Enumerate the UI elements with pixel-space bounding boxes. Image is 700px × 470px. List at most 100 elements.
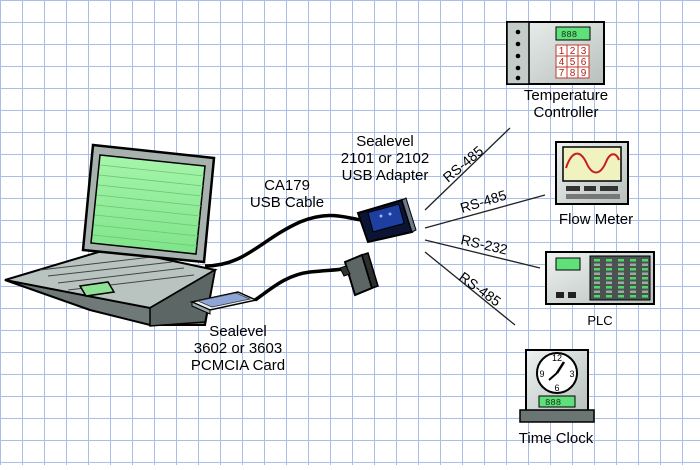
label-pcmcia-line2: 3602 or 3603 [194, 340, 282, 357]
plc-led [618, 286, 624, 289]
time-clock: 12 3 6 9 888 [519, 349, 595, 423]
line-rs485-flow [424, 194, 546, 229]
plc-led [642, 290, 648, 293]
plc-led [618, 259, 624, 262]
clock-number-12: 12 [552, 353, 562, 363]
plc-led [594, 259, 600, 262]
pcmcia-cable [254, 266, 351, 302]
plc-led [606, 290, 612, 293]
laptop-front-edge [149, 268, 217, 327]
temp-display: 888 [561, 30, 577, 40]
touchpad [78, 281, 116, 297]
screen-lines [92, 164, 205, 247]
plc-led [594, 290, 600, 293]
line-rs485-clock [424, 251, 516, 326]
flow-meter [555, 141, 629, 205]
plc-led [618, 290, 624, 293]
usb-adapter [356, 197, 417, 244]
laptop-screen [90, 154, 206, 255]
protocol-label-4: RS-485 [456, 268, 504, 309]
plc-led [630, 281, 636, 284]
plc-led [606, 263, 612, 266]
keypad-key-label: 3 [581, 46, 587, 57]
plc-led [642, 259, 648, 262]
plc-led [630, 259, 636, 262]
plc-led [618, 272, 624, 275]
plc-led [642, 263, 648, 266]
plc-led [618, 281, 624, 284]
plc-led [630, 268, 636, 271]
plc-led [642, 268, 648, 271]
label-flow-meter: Flow Meter [559, 211, 633, 228]
plc-led [630, 263, 636, 266]
plc-led [618, 263, 624, 266]
line-rs485-temp [424, 127, 511, 211]
clock-number-9: 9 [539, 369, 544, 379]
plc-led [606, 259, 612, 262]
clock-number-6: 6 [554, 383, 559, 393]
keypad-key-label: 7 [559, 68, 565, 79]
keypad-key-label: 9 [581, 68, 587, 79]
plc [545, 251, 655, 305]
label-usb-cable-line1: CA179 [264, 177, 310, 194]
plc-led [594, 281, 600, 284]
plc-led [594, 277, 600, 280]
protocol-label-1: RS-485 [440, 142, 487, 185]
plc-led [642, 277, 648, 280]
plc-led [630, 295, 636, 298]
label-pcmcia-line1: Sealevel [209, 323, 267, 340]
plc-led [642, 295, 648, 298]
plc-led [606, 277, 612, 280]
label-usb-cable-line2: USB Cable [250, 194, 324, 211]
usb-cable [204, 213, 363, 268]
plc-led [606, 295, 612, 298]
plc-led [618, 268, 624, 271]
plc-led [630, 286, 636, 289]
label-plc: PLC [587, 313, 612, 328]
plc-led [594, 295, 600, 298]
label-pcmcia-line3: PCMCIA Card [191, 357, 285, 374]
label-usb-adapter-line3: USB Adapter [342, 167, 429, 184]
pcmcia-card [189, 291, 259, 315]
clock-display: 888 [545, 398, 561, 408]
keypad-key-label: 6 [581, 57, 587, 68]
laptop [4, 143, 218, 327]
plc-led [630, 290, 636, 293]
plc-led [606, 268, 612, 271]
keypad-key-label: 5 [570, 57, 576, 68]
plc-led [606, 272, 612, 275]
plc-led [630, 277, 636, 280]
protocol-lines [424, 127, 546, 326]
plc-led [594, 268, 600, 271]
plc-led [594, 286, 600, 289]
keypad-key-label: 4 [559, 57, 565, 68]
keypad-key-label: 1 [559, 46, 565, 57]
plc-led [606, 286, 612, 289]
plc-led [606, 281, 612, 284]
plc-led [594, 272, 600, 275]
protocol-label-3: RS-232 [459, 231, 509, 257]
db-connector [339, 252, 379, 297]
label-usb-adapter-line1: Sealevel [356, 133, 414, 150]
clock-number-3: 3 [569, 369, 574, 379]
plc-io-leds [594, 259, 648, 298]
plc-led [642, 272, 648, 275]
plc-led [594, 263, 600, 266]
waveform [565, 152, 620, 174]
plc-led [630, 272, 636, 275]
plc-led [642, 281, 648, 284]
keypad-key-label: 8 [570, 68, 576, 79]
label-time-clock: Time Clock [519, 430, 594, 447]
plc-led [642, 286, 648, 289]
label-temperature-line1: Temperature [524, 87, 608, 104]
line-rs232-plc [424, 239, 541, 269]
keypad-key-label: 2 [570, 46, 576, 57]
label-usb-adapter-line2: 2101 or 2102 [341, 150, 429, 167]
label-temperature-line2: Controller [533, 104, 598, 121]
keypad-key [577, 66, 590, 79]
plc-led [618, 295, 624, 298]
